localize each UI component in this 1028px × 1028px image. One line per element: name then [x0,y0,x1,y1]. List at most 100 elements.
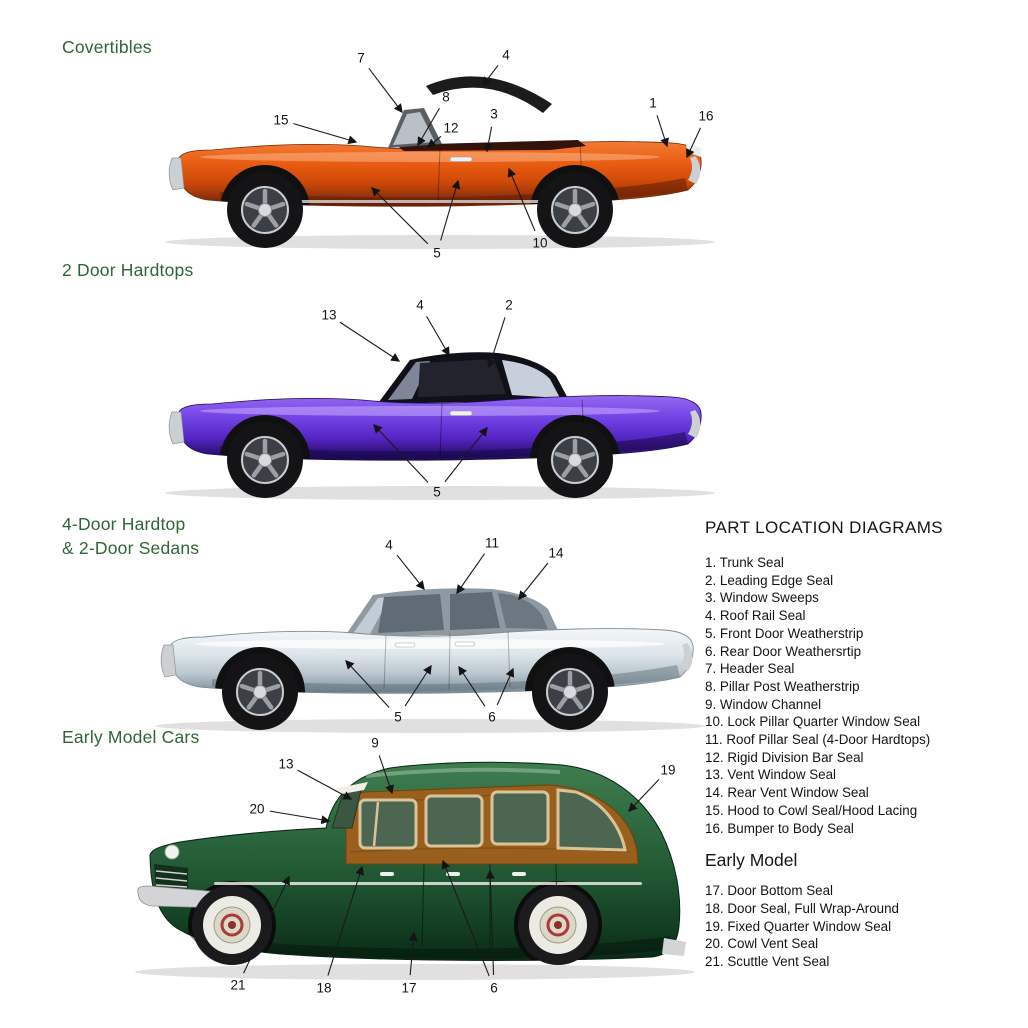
early-model-wagon-callout-19: 19 [660,762,676,778]
section-title-4door-hardtop-sedans: 4-Door Hardtop & 2-Door Sedans [62,514,200,558]
section-title-early-model-cars: Early Model Cars [62,727,200,747]
sedan-greenhouse [343,588,562,639]
rear-bumper [662,938,686,956]
section-title-convertibles: Covertibles [62,37,152,57]
rocker-trim [270,200,580,203]
car-shadow [135,964,695,980]
four-door-hardtop-callout-4: 4 [385,537,393,553]
four-door-hardtop-callout-5: 5 [394,709,402,725]
rear-wheel [516,883,600,967]
convertible-callout-3: 3 [490,106,498,122]
convertible-callout-8: 8 [442,89,450,105]
two-door-hardtop-callout-5: 5 [433,484,441,500]
front-bumper [160,644,177,678]
legend-item-5: 5. Front Door Weatherstrip [705,625,864,641]
legend-item-1: 1. Trunk Seal [705,555,784,570]
early-model-wagon-callout-21: 21 [230,977,246,993]
legend-item-21: 21. Scuttle Vent Seal [705,954,830,970]
early-model-wagon-illustration [135,761,695,980]
early-model-wagon-callout-20: 20 [249,801,265,817]
legend-item-14: 14. Rear Vent Window Seal [705,785,869,801]
two-door-hardtop-callout-4: 4 [416,297,424,313]
rear-wheel [537,422,613,498]
front-wheel [222,654,298,730]
rear-bumper [688,410,701,438]
convertible-callout-1: 1 [649,95,657,111]
body-highlight [195,639,665,649]
legend-item-2: 2. Leading Edge Seal [705,572,834,588]
rear-wheel [537,172,613,248]
front-door-glass [378,594,444,633]
two-door-hardtop-callout-13: 13 [321,307,337,323]
front-bumper [168,411,185,445]
rear-glass [502,360,560,398]
windshield-glass [388,361,430,400]
legend-item-10: 10. Lock Pillar Quarter Window Seal [705,714,921,730]
early-model-wagon-callout-9: 9 [371,735,379,751]
rear-bumper [688,156,701,184]
side-glass [418,359,506,397]
beltline-chrome [214,882,642,885]
legend-item-3: 3. Window Sweeps [705,590,819,606]
third-window [490,790,550,846]
legend-item-18: 18. Door Seal, Full Wrap-Around [705,900,900,916]
wood-panel [345,784,639,865]
rear-door-window [424,794,484,848]
legend-early-model-title: Early Model [705,850,798,871]
convertible-callout-5: 5 [433,245,441,261]
front-door-window [358,798,418,850]
legend-item-13: 13. Vent Window Seal [705,767,837,783]
early-model-wagon-callout-18: 18 [316,980,332,996]
convertible-callout-7: 7 [357,50,365,66]
vent-window-divider [372,801,380,847]
convertible-illustration [165,76,715,250]
two-door-hardtop-illustration [165,352,715,500]
convertible-windshield [388,108,442,148]
front-door-handle [394,642,416,648]
legend-item-17: 17. Door Bottom Seal [705,883,834,899]
legend-item-11: 11. Roof Pillar Seal (4-Door Hardtops) [705,732,931,748]
headlight [164,844,180,860]
legend-main-list: 1. Trunk Seal 2. Leading Edge Seal 3. Wind… [705,554,980,837]
rear-bumper [680,643,693,671]
convertible-callout-15: 15 [273,112,289,128]
door-handle-3 [512,872,526,876]
legend-item-20: 20. Cowl Vent Seal [705,936,819,952]
convertible-callout-4: 4 [502,47,510,63]
door-handle [449,156,473,162]
rear-door-glass [450,592,500,630]
legend-item-8: 8. Pillar Post Weatherstrip [705,678,860,694]
legend-item-6: 6. Rear Door Weathersrtip [705,643,862,659]
windshield-glass [352,597,390,635]
four-door-hardtop-callout-14: 14 [548,545,564,561]
early-model-wagon-callout-6: 6 [490,980,498,996]
rear-wheel [532,654,608,730]
convertible-callout-10: 10 [532,235,548,251]
hardtop-greenhouse [376,352,572,406]
section-title-2door-hardtops: 2 Door Hardtops [62,260,194,280]
two-door-hardtop-callout-2: 2 [505,297,513,313]
door-handle-1 [380,872,394,876]
front-wheel [227,422,303,498]
front-wheel [190,883,274,967]
front-wheel [227,172,303,248]
legend-item-19: 19. Fixed Quarter Window Seal [705,918,892,934]
legend-item-7: 7. Header Seal [705,661,795,677]
door-handle [449,410,473,416]
front-bumper [168,157,185,191]
legend-item-16: 16. Bumper to Body Seal [705,820,854,836]
four-door-hardtop-callout-11: 11 [484,535,500,551]
legend-item-9: 9. Window Channel [705,696,822,712]
grille-bars [155,870,188,888]
legend-item-15: 15. Hood to Cowl Seal/Hood Lacing [705,802,918,818]
body-highlight [200,406,660,416]
convertible-top-bow [426,76,552,113]
rear-quarter-glass [498,593,548,629]
four-door-hardtop-illustration [155,588,705,733]
legend-title: PART LOCATION DIAGRAMS [705,518,944,537]
rear-door-handle [454,641,476,647]
convertible-callout-12: 12 [443,120,459,136]
legend-item-12: 12. Rigid Division Bar Seal [705,749,864,765]
